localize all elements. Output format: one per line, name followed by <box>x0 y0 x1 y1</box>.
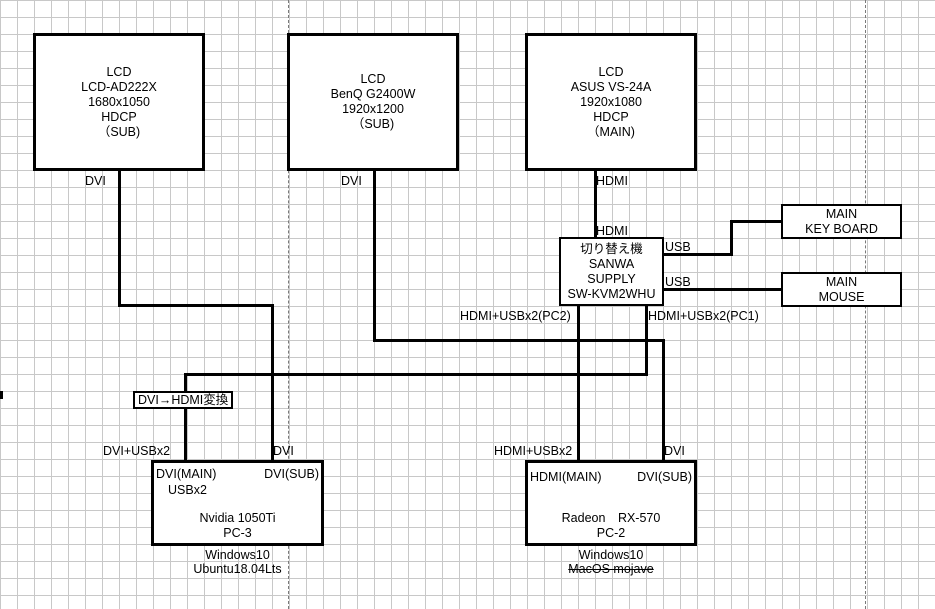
pc2-name: PC-2 <box>596 526 626 540</box>
pc2-port-hdmi-main: HDMI(MAIN) <box>530 470 602 484</box>
pc2-gpu: Radeon RX-570 <box>561 511 661 525</box>
monitor-3-line-3: 1920x1080 <box>580 94 642 109</box>
kvm-switch: 切り替え機 SANWA SUPPLY SW-KVM2WHU <box>559 237 664 306</box>
kvm-top-port-label: HDMI <box>596 224 628 238</box>
monitor-3-line-2: ASUS VS-24A <box>570 79 652 94</box>
pc2-box: HDMI(MAIN) DVI(SUB) Radeon RX-570 PC-2 <box>525 460 697 546</box>
kvm-line-1: 切り替え機 <box>580 241 643 256</box>
kvm-pc2-port-label: HDMI+USBx2(PC2) <box>460 309 571 323</box>
pc2-os-1: Windows10 <box>578 548 644 562</box>
wire-converter-up <box>184 373 187 393</box>
edge-marker <box>0 391 3 399</box>
keyboard-box: MAIN KEY BOARD <box>781 204 902 239</box>
pc3-box: DVI(MAIN) USBx2 DVI(SUB) Nvidia 1050Ti P… <box>151 460 324 546</box>
kvm-line-4: SW-KVM2WHU <box>567 286 656 301</box>
monitor-1-line-4: HDCP <box>101 109 137 124</box>
column-guide-1 <box>288 0 289 609</box>
pc3-os-2: Ubuntu18.04Lts <box>193 562 282 576</box>
monitor-lcd-ad222x: LCD LCD-AD222X 1680x1050 HDCP （SUB) <box>33 33 205 171</box>
wire-lcd2-to-pc2 <box>662 339 665 462</box>
pc2-port-dvi-sub: DVI(SUB) <box>637 470 692 484</box>
pc3-name: PC-3 <box>223 526 252 540</box>
wire-lcd1-to-pc3 <box>271 304 274 462</box>
monitor-3-line-4: HDCP <box>593 109 629 124</box>
monitor-1-line-5: （SUB) <box>97 124 141 139</box>
kvm-line-2: SANWA <box>588 256 635 271</box>
wire-lcd3-to-kvm <box>594 170 597 238</box>
wire-converter-to-pc3 <box>184 408 187 462</box>
monitor-1-line-3: 1680x1050 <box>88 94 150 109</box>
monitor-asus-vs24a: LCD ASUS VS-24A 1920x1080 HDCP （MAIN) <box>525 33 697 171</box>
pc3-cable-left-label: DVI+USBx2 <box>103 444 171 458</box>
wire-usb-mouse <box>663 288 782 291</box>
kvm-usb-mouse-label: USB <box>665 275 691 289</box>
monitor-1-line-1: LCD <box>106 64 132 79</box>
wire-lcd1-down <box>118 170 121 307</box>
pc3-cable-right-label: DVI <box>273 444 294 458</box>
wire-usb-kb-short <box>663 253 733 256</box>
keyboard-line-2: KEY BOARD <box>805 221 878 236</box>
wire-usb-kb-long <box>730 220 782 223</box>
kvm-line-3: SUPPLY <box>587 271 636 286</box>
monitor-benq-g2400w: LCD BenQ G2400W 1920x1200 （SUB) <box>287 33 459 171</box>
wire-kvm-pc1-horizontal <box>184 373 648 376</box>
mouse-box: MAIN MOUSE <box>781 272 902 307</box>
pc2-os-2: MacOS mojave <box>568 562 654 576</box>
monitor-2-line-2: BenQ G2400W <box>330 87 416 101</box>
monitor-3-port-label: HDMI <box>596 174 628 188</box>
pc2-cable-left-label: HDMI+USBx2 <box>494 444 573 458</box>
keyboard-line-1: MAIN <box>825 206 858 221</box>
pc3-port-dvi-main: DVI(MAIN) <box>156 467 217 481</box>
pc3-gpu: Nvidia 1050Ti <box>199 511 276 525</box>
wire-kvm-pc1-down <box>645 305 648 376</box>
monitor-2-line-1: LCD <box>360 72 386 86</box>
monitor-1-line-2: LCD-AD222X <box>81 79 157 94</box>
monitor-2-line-4: （SUB) <box>351 117 395 131</box>
monitor-3-line-1: LCD <box>598 64 624 79</box>
pc3-port-usbx2: USBx2 <box>168 483 207 497</box>
kvm-usb-keyboard-label: USB <box>665 240 691 254</box>
mouse-line-1: MAIN <box>825 274 858 289</box>
wire-lcd1-horizontal <box>118 304 274 307</box>
pc3-port-dvi-sub: DVI(SUB) <box>264 467 319 481</box>
wire-lcd2-down <box>373 170 376 342</box>
monitor-3-line-5: （MAIN) <box>587 124 635 139</box>
wire-kvm-pc2 <box>577 305 580 462</box>
kvm-pc1-port-label: HDMI+USBx2(PC1) <box>648 309 759 323</box>
wire-usb-kb-vertical <box>730 220 733 256</box>
pc2-cable-right-label: DVI <box>664 444 685 458</box>
dvi-hdmi-converter: DVI→HDMI変換 <box>133 391 234 409</box>
wire-lcd2-horizontal <box>373 339 665 342</box>
mouse-line-2: MOUSE <box>818 289 865 304</box>
monitor-2-port-label: DVI <box>341 174 362 188</box>
monitor-1-port-label: DVI <box>85 174 106 188</box>
monitor-2-line-3: 1920x1200 <box>342 102 404 116</box>
pc3-os-1: Windows10 <box>205 548 270 562</box>
